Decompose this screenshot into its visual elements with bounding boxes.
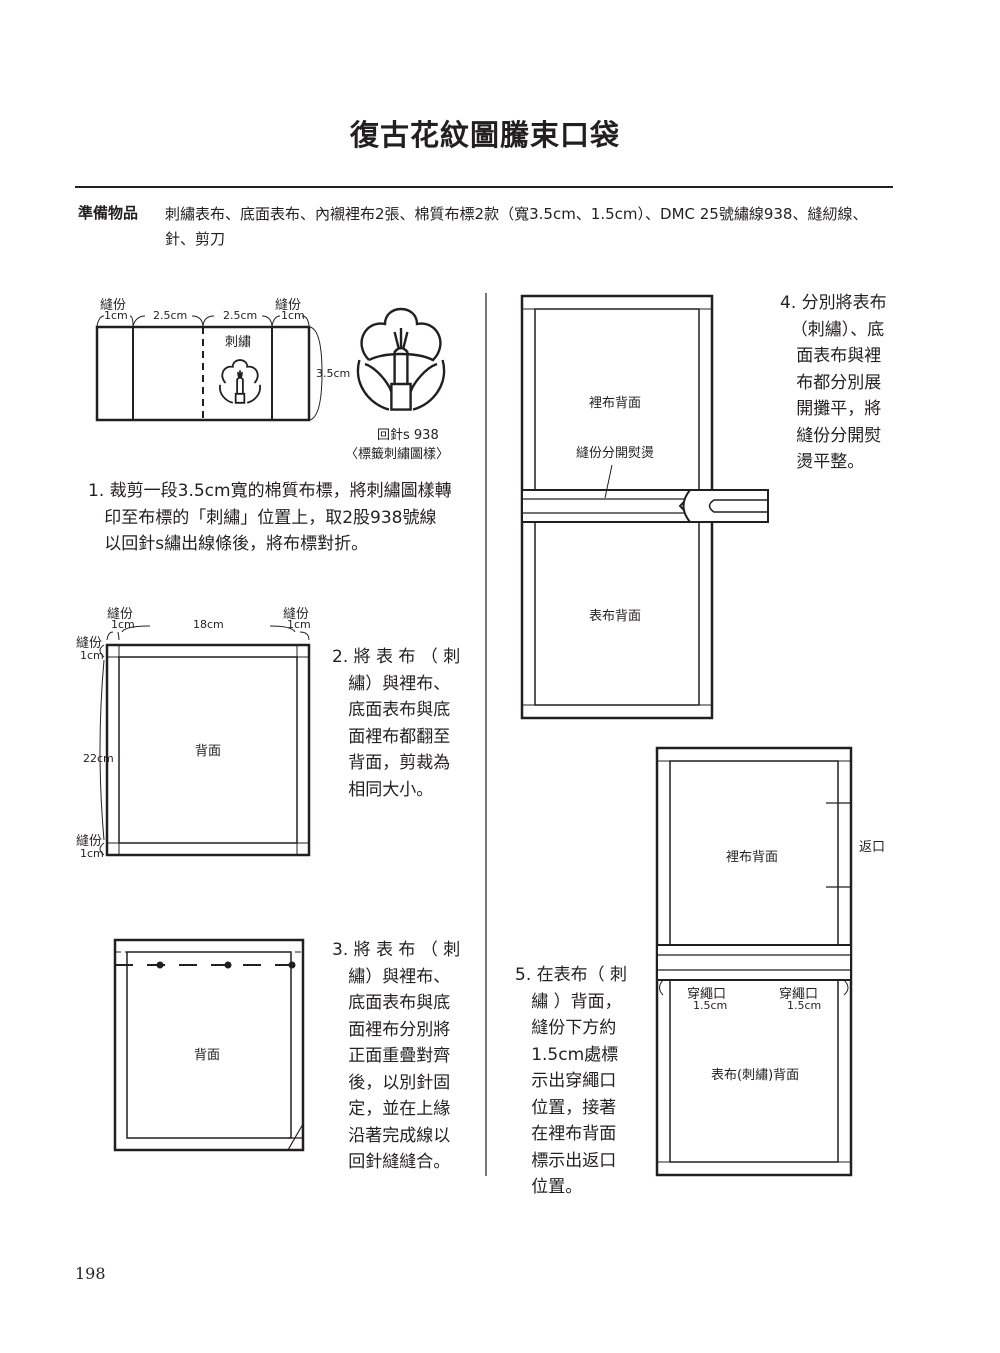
width-label: 2.5cm <box>223 309 258 322</box>
width-label: 18cm <box>193 618 224 631</box>
step-3-text: 3. 將 表 布 （ 刺 繡）與裡布、 底面表布與底 面裡布分別將 正面重疊對齊… <box>332 940 461 1172</box>
label-strip-diagram <box>95 315 323 422</box>
drawstring-opening-value: 1.5cm <box>787 999 822 1012</box>
height-label: 22cm <box>83 752 114 765</box>
opened-fabric-diagram <box>520 294 769 720</box>
cut-fabric-diagram <box>99 625 311 857</box>
step-2-text: 2. 將 表 布 （ 刺 繡）與裡布、 底面表布與底 面裡布都翻至 背面，剪裁為… <box>332 647 461 800</box>
width-label: 2.5cm <box>153 309 188 322</box>
turning-opening-label: 返口 <box>859 840 886 855</box>
drawstring-opening-label: 穿繩口 <box>687 987 727 1002</box>
back-side-label: 背面 <box>195 744 222 759</box>
seam-allowance-value: 1cm <box>281 309 305 322</box>
step-1-text: 1. 裁剪一段3.5cm寬的棉質布標，將刺繡圖樣轉 印至布標的「刺繡」位置上，取… <box>88 481 452 554</box>
seam-allowance-value: 1cm <box>80 847 104 860</box>
height-label: 3.5cm <box>316 367 351 380</box>
lining-back-label: 裡布背面 <box>589 396 642 411</box>
seam-allowance-value: 1cm <box>111 618 135 631</box>
seam-allowance-label: 縫份 <box>76 834 103 849</box>
drawstring-opening-value: 1.5cm <box>693 999 728 1012</box>
materials-label: 準備物品 <box>78 204 139 222</box>
page-title: 復古花紋圖騰束口袋 <box>349 118 620 152</box>
seam-allowance-value: 1cm <box>287 618 311 631</box>
seam-allowance-label: 縫份 <box>107 607 134 622</box>
embroidery-motif-small <box>219 359 261 404</box>
seam-allowance-label: 縫份 <box>100 298 127 313</box>
step-5-text: 5. 在表布（ 刺 繡 ）背面， 縫份下方約 1.5cm處標 示出穿繩口 位置，… <box>515 965 628 1197</box>
motif-caption: 回針s 938 <box>377 428 439 443</box>
embroidery-label: 刺繡 <box>225 335 252 350</box>
drawstring-opening-label: 穿繩口 <box>779 987 819 1002</box>
marked-fabric-diagram <box>655 746 853 1177</box>
embroidery-motif-large <box>356 307 446 411</box>
seam-allowance-label: 縫份 <box>275 298 302 313</box>
materials-text: 刺繡表布、底面表布、內襯裡布2張、棉質布標2款（寬3.5cm、1.5cm）、DM… <box>165 205 868 248</box>
outer-embroidered-back-label: 表布(刺繡)背面 <box>711 1068 800 1083</box>
seam-allowance-value: 1cm <box>104 309 128 322</box>
seam-allowance-value: 1cm <box>80 649 104 662</box>
motif-caption: 〈標籤刺繡圖樣〉 <box>345 447 450 462</box>
step-4-text: 4. 分別將表布 （刺繡）、底 面表布與裡 布都分別展 開攤平，將 縫份分開熨 … <box>780 293 887 472</box>
back-side-label: 背面 <box>194 1048 221 1063</box>
title-divider <box>75 186 893 188</box>
lining-back-label: 裡布背面 <box>726 850 779 865</box>
seam-allowance-label: 縫份 <box>76 636 103 651</box>
seam-pressed-label: 縫份分開熨燙 <box>576 446 655 461</box>
outer-back-label: 表布背面 <box>589 609 642 624</box>
page-number: 198 <box>75 1264 106 1283</box>
seam-allowance-label: 縫份 <box>283 607 310 622</box>
pinned-fabric-diagram <box>113 938 305 1152</box>
